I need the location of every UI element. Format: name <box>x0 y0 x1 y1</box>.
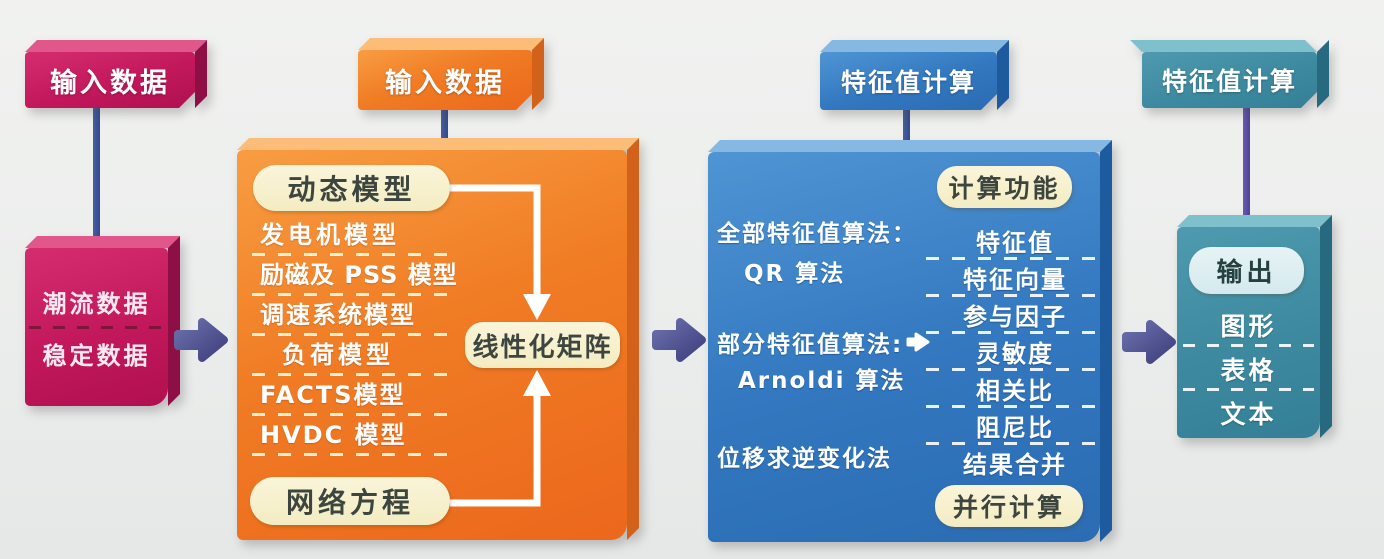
eigen-output-list: 特征值 特征向量 参与因子 灵敏度 相关比 阻尼比 结果合并 <box>926 222 1104 481</box>
flow-arrow-2-icon <box>652 318 706 362</box>
models-header-box: 输入数据 <box>358 38 544 110</box>
algo-shift-invert: 位移求逆变化法 <box>717 446 892 472</box>
algo-partial-eigen-label: 部分特征值算法: <box>717 332 904 358</box>
box-right-face <box>1100 140 1112 542</box>
eigen-header-label: 特征值计算 <box>840 68 976 97</box>
output-header-label: 特征值计算 <box>1161 67 1297 96</box>
model-item-facts: FACTS模型 <box>250 376 462 416</box>
input-item-powerflow: 潮流数据 <box>25 275 168 329</box>
eigen-box: 计算功能 全部特征值算法： QR 算法 部分特征值算法: Arnoldi 算法 … <box>708 140 1112 542</box>
box-top-face <box>1130 40 1317 52</box>
output-item-tables: 表格 <box>1183 347 1314 391</box>
linearization-connector-icon <box>450 184 551 507</box>
connector-models-stem <box>441 106 448 156</box>
algo-qr: QR 算法 <box>744 261 846 287</box>
model-item-excitation-pss: 励磁及 PSS 模型 <box>250 256 462 296</box>
box-top-face <box>25 40 207 52</box>
box-top-face <box>237 138 639 150</box>
output-damping-ratio: 阻尼比 <box>926 407 1104 445</box>
parallel-computing-pill-label: 并行计算 <box>952 493 1065 522</box>
box-right-face <box>195 40 207 108</box>
models-header-front: 输入数据 <box>358 50 532 110</box>
input-header-front: 输入数据 <box>25 52 195 108</box>
input-data-box: 潮流数据 稳定数据 <box>25 236 180 406</box>
output-pill-label: 输出 <box>1216 258 1277 288</box>
output-header-box: 特征值计算 <box>1130 40 1329 108</box>
dynamic-model-pill: 动态模型 <box>253 165 450 211</box>
algo-arnoldi: Arnoldi 算法 <box>738 368 906 394</box>
output-box: 输出 图形 表格 文本 <box>1177 215 1332 438</box>
input-header-box: 输入数据 <box>25 40 207 108</box>
model-item-governor: 调速系统模型 <box>250 296 462 336</box>
connector-output-stem <box>1243 104 1250 234</box>
output-eigenvector: 特征向量 <box>926 259 1104 297</box>
output-result-merge: 结果合并 <box>963 451 1067 479</box>
dynamic-model-pill-label: 动态模型 <box>287 173 416 206</box>
eigen-header-box: 特征值计算 <box>820 40 1009 110</box>
box-top-face <box>1177 215 1332 227</box>
output-header-front: 特征值计算 <box>1142 52 1317 108</box>
calc-function-pill-label: 计算功能 <box>948 174 1061 203</box>
output-eigenvalue: 特征值 <box>926 222 1104 260</box>
model-item-load: 负荷模型 <box>250 336 462 376</box>
calc-function-pill: 计算功能 <box>937 166 1072 208</box>
models-header-label: 输入数据 <box>385 67 505 99</box>
box-right-face <box>1320 215 1332 438</box>
output-item-graphics: 图形 <box>1183 303 1314 347</box>
box-right-face <box>532 38 544 110</box>
connector-eigen-stem <box>903 106 910 158</box>
flow-arrow-3-icon <box>1122 320 1176 364</box>
box-right-face <box>1317 40 1329 108</box>
flow-arrow-1-icon <box>174 318 228 362</box>
model-list: 发电机模型 励磁及 PSS 模型 调速系统模型 负荷模型 FACTS模型 HVD… <box>250 216 462 456</box>
algo-all-eigen: 全部特征值算法： <box>717 221 917 247</box>
eigen-box-front <box>708 152 1100 542</box>
eigen-header-front: 特征值计算 <box>820 52 997 110</box>
box-top-face <box>358 38 544 50</box>
box-right-face <box>997 40 1009 110</box>
linearization-matrix-label: 线性化矩阵 <box>472 332 613 363</box>
output-list: 图形 表格 文本 <box>1183 303 1314 435</box>
output-item-text: 文本 <box>1220 400 1277 429</box>
models-box: 动态模型 发电机模型 励磁及 PSS 模型 调速系统模型 负荷模型 FACTS模… <box>237 138 639 540</box>
input-header-label: 输入数据 <box>50 67 170 99</box>
connector-input-stem <box>93 104 100 254</box>
network-equation-pill-label: 网络方程 <box>285 486 414 519</box>
input-data-front: 潮流数据 稳定数据 <box>25 248 168 406</box>
box-top-face <box>708 140 1112 152</box>
output-correlation-ratio: 相关比 <box>926 370 1104 408</box>
small-right-arrow-icon <box>906 332 930 352</box>
parallel-computing-pill: 并行计算 <box>935 485 1083 527</box>
model-item-hvdc: HVDC 模型 <box>250 416 462 456</box>
box-right-face <box>627 138 639 540</box>
algo-partial-eigen: 部分特征值算法: <box>717 325 932 359</box>
box-top-face <box>25 236 180 248</box>
output-participation-factor: 参与因子 <box>926 296 1104 334</box>
box-top-face <box>820 40 1009 52</box>
network-equation-pill: 网络方程 <box>250 477 450 525</box>
input-item-stability: 稳定数据 <box>42 341 151 370</box>
model-item-generator: 发电机模型 <box>250 216 462 256</box>
linearization-matrix-pill: 线性化矩阵 <box>465 322 620 368</box>
output-sensitivity: 灵敏度 <box>926 333 1104 371</box>
output-pill: 输出 <box>1189 247 1304 294</box>
